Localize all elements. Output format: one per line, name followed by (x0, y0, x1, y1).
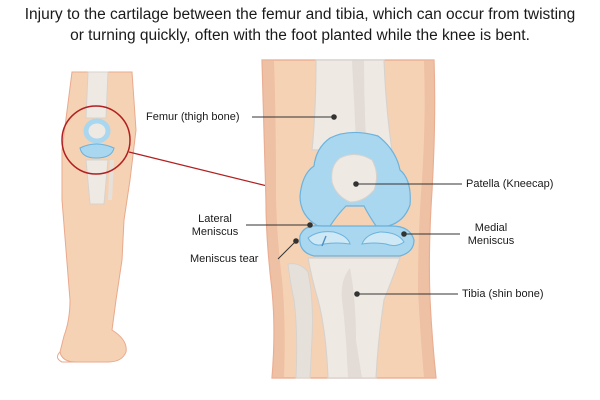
knee-closeup (261, 59, 437, 379)
fibula-bone (287, 263, 313, 379)
full-leg-illustration (56, 71, 317, 363)
leg-silhouette (59, 71, 137, 363)
tear-leader (277, 240, 297, 260)
label-medial-meniscus-line1: Medial (474, 222, 508, 234)
label-medial-meniscus-line2: Meniscus (467, 235, 515, 247)
label-meniscus-tear: Meniscus tear (190, 253, 259, 265)
label-medial-meniscus: Medial Meniscus (462, 222, 520, 248)
caption-line-1: Injury to the cartilage between the femu… (24, 6, 576, 23)
label-leaders (246, 114, 462, 297)
medial-meniscus (361, 231, 405, 247)
small-femur (85, 71, 109, 119)
label-lateral-meniscus-line1: Lateral (198, 213, 232, 225)
label-tibia: Tibia (shin bone) (462, 288, 544, 300)
label-lateral-meniscus-line2: Meniscus (191, 226, 239, 238)
small-tibia (85, 159, 109, 205)
label-lateral-meniscus: Lateral Meniscus (186, 213, 244, 239)
meniscus-tear-mark (321, 235, 327, 247)
lateral-meniscus (307, 231, 351, 246)
diagram-caption: Injury to the cartilage between the femu… (0, 4, 600, 46)
label-femur: Femur (thigh bone) (146, 111, 240, 123)
label-patella: Patella (Kneecap) (466, 178, 554, 190)
small-meniscus (79, 143, 115, 159)
zoom-callout-circle (61, 105, 131, 175)
small-patella (83, 118, 111, 144)
patella-bone (331, 154, 378, 203)
caption-line-2: or turning quickly, often with the foot … (70, 27, 530, 44)
